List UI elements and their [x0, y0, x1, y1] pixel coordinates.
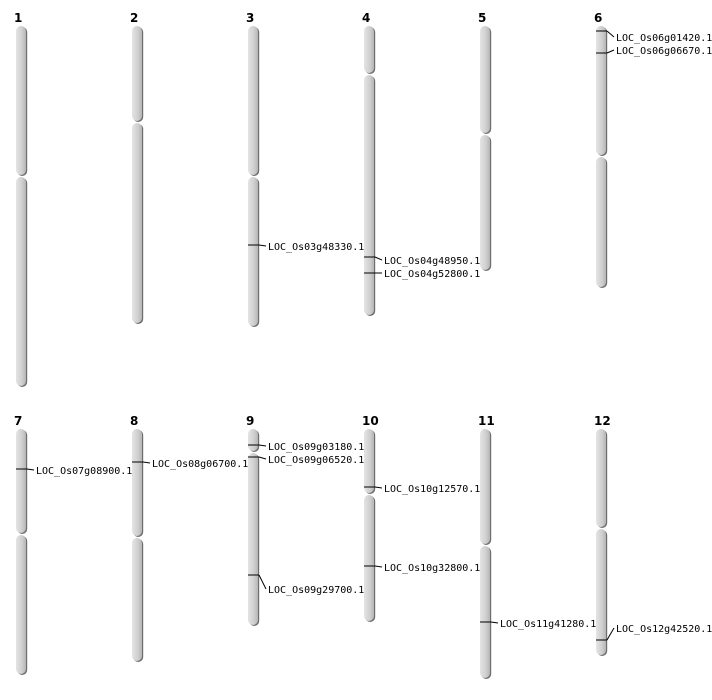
marker-connector [258, 574, 267, 590]
gene-label: LOC_Os09g03180.1 [268, 442, 364, 453]
chromosome-label: 4 [362, 11, 370, 25]
q-arm [132, 538, 142, 661]
marker-connector [606, 30, 615, 38]
gene-label: LOC_Os04g48950.1 [384, 256, 480, 267]
gene-marker: LOC_Os06g01420.1 [596, 30, 712, 44]
marker-connector [606, 627, 615, 641]
gene-marker: LOC_Os08g06700.1 [132, 459, 248, 470]
chromosome-1: 1 [14, 11, 28, 387]
marker-connector [374, 486, 383, 489]
p-arm [16, 429, 26, 533]
gene-label: LOC_Os09g06520.1 [268, 455, 364, 466]
chromosome-9: 9LOC_Os09g03180.1LOC_Os09g06520.1LOC_Os0… [246, 414, 364, 626]
chromosome-label: 3 [246, 11, 254, 25]
chromosome-label: 5 [478, 11, 486, 25]
marker-connector [606, 49, 615, 54]
p-arm [480, 26, 490, 133]
gene-marker: LOC_Os12g42520.1 [596, 624, 712, 641]
gene-marker: LOC_Os06g06670.1 [596, 46, 712, 57]
q-arm [16, 177, 26, 386]
gene-label: LOC_Os09g29700.1 [268, 585, 364, 596]
chromosome-label: 1 [14, 11, 22, 25]
chromosome-label: 12 [594, 414, 611, 428]
chromosome-label: 11 [478, 414, 495, 428]
chromosome-label: 2 [130, 11, 138, 25]
p-arm [364, 429, 374, 493]
marker-connector [258, 244, 267, 247]
chromosome-label: 9 [246, 414, 254, 428]
q-arm [248, 453, 258, 625]
gene-label: LOC_Os11g41280.1 [500, 619, 596, 630]
gene-label: LOC_Os08g06700.1 [152, 459, 248, 470]
gene-label: LOC_Os04g52800.1 [384, 269, 480, 280]
gene-marker: LOC_Os09g03180.1 [248, 442, 364, 453]
gene-label: LOC_Os06g06670.1 [616, 46, 712, 57]
q-arm [480, 546, 490, 678]
gene-label: LOC_Os10g32800.1 [384, 563, 480, 574]
gene-marker: LOC_Os10g12570.1 [364, 484, 480, 495]
chromosome-2: 2 [130, 11, 144, 324]
q-arm [132, 123, 142, 323]
marker-connector [374, 565, 383, 568]
gene-label: LOC_Os07g08900.1 [36, 466, 132, 477]
marker-connector [374, 256, 383, 261]
q-arm [364, 75, 374, 315]
q-arm [596, 529, 606, 655]
marker-connector [26, 468, 35, 471]
chromosome-label: 10 [362, 414, 379, 428]
gene-marker: LOC_Os04g52800.1 [364, 269, 480, 280]
p-arm [596, 26, 606, 155]
p-arm [364, 26, 374, 73]
p-arm [596, 429, 606, 527]
gene-marker: LOC_Os11g41280.1 [480, 619, 596, 630]
marker-connector [490, 621, 499, 624]
q-arm [480, 135, 490, 270]
gene-marker: LOC_Os03g48330.1 [248, 242, 364, 253]
gene-marker: LOC_Os04g48950.1 [364, 256, 480, 267]
gene-label: LOC_Os12g42520.1 [616, 624, 712, 635]
q-arm [364, 495, 374, 621]
chromosome-5: 5 [478, 11, 492, 271]
q-arm [248, 177, 258, 326]
gene-label: LOC_Os06g01420.1 [616, 33, 712, 44]
q-arm [16, 535, 26, 674]
gene-marker: LOC_Os09g06520.1 [248, 455, 364, 466]
q-arm [596, 157, 606, 287]
marker-connector [258, 444, 267, 447]
p-arm [132, 26, 142, 121]
p-arm [248, 26, 258, 175]
chromosome-label: 6 [594, 11, 602, 25]
p-arm [132, 429, 142, 536]
p-arm [16, 26, 26, 175]
p-arm [248, 429, 258, 451]
marker-connector [142, 461, 151, 464]
gene-marker: LOC_Os09g29700.1 [248, 574, 364, 596]
chromosome-label: 7 [14, 414, 22, 428]
gene-label: LOC_Os10g12570.1 [384, 484, 480, 495]
chromosome-label: 8 [130, 414, 138, 428]
gene-marker: LOC_Os10g32800.1 [364, 563, 480, 574]
gene-marker: LOC_Os07g08900.1 [16, 466, 132, 477]
p-arm [480, 429, 490, 544]
gene-label: LOC_Os03g48330.1 [268, 242, 364, 253]
marker-connector [258, 456, 267, 460]
